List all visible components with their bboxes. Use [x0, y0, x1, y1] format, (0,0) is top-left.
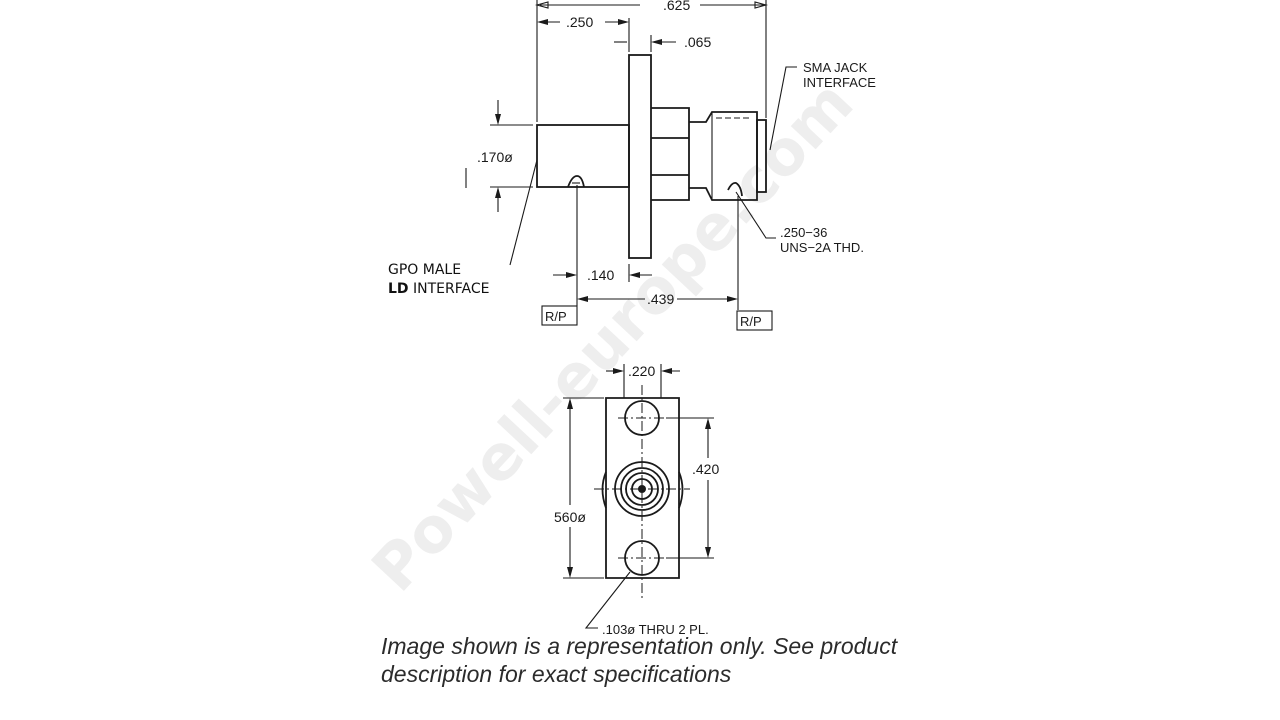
gpo-label-bold: LD: [388, 281, 409, 297]
thread-label-line1: .250−36: [780, 225, 827, 240]
front-view: .220 .420 560ø .103ø THRU 2 PL.: [554, 363, 719, 637]
dim-gpo-rp: .140: [587, 267, 614, 283]
gpo-label-line2: LD INTERFACE: [388, 281, 489, 297]
dim-hole-spacing: .420: [692, 461, 719, 477]
sma-label-line1: SMA JACK: [803, 60, 868, 75]
rp-label-left: R/P: [545, 309, 567, 324]
hub: [651, 107, 690, 201]
dim-length: 560ø: [554, 509, 586, 525]
dim-overall: .625: [663, 0, 690, 13]
dim-width: .220: [628, 363, 655, 379]
dim-diameter: .170ø: [477, 149, 513, 165]
thread-label-line2: UNS−2A THD.: [780, 240, 864, 255]
gpo-body: [536, 124, 630, 188]
rp-box-left: [541, 305, 578, 326]
disclaimer-caption: Image shown is a representation only. Se…: [381, 633, 898, 687]
flange-outline: [605, 397, 680, 579]
watermark: Powell-europe.com: [358, 66, 868, 605]
dim-body: .250: [566, 14, 593, 30]
sma-label-line2: INTERFACE: [803, 75, 876, 90]
gpo-label-rest: INTERFACE: [409, 281, 490, 297]
dim-holes: .103ø THRU 2 PL.: [602, 622, 709, 637]
flange: [628, 54, 652, 259]
dim-rp-span: .439: [647, 291, 674, 307]
rp-label-right: R/P: [740, 314, 762, 329]
dim-flange: .065: [684, 34, 711, 50]
gpo-label-line1: GPO MALE: [388, 262, 461, 278]
rp-box-right: [736, 310, 773, 331]
side-view: .625 .250 .065 .170ø SMA JACK INTERFACE …: [388, 0, 876, 331]
gpo-detent: [567, 175, 585, 188]
